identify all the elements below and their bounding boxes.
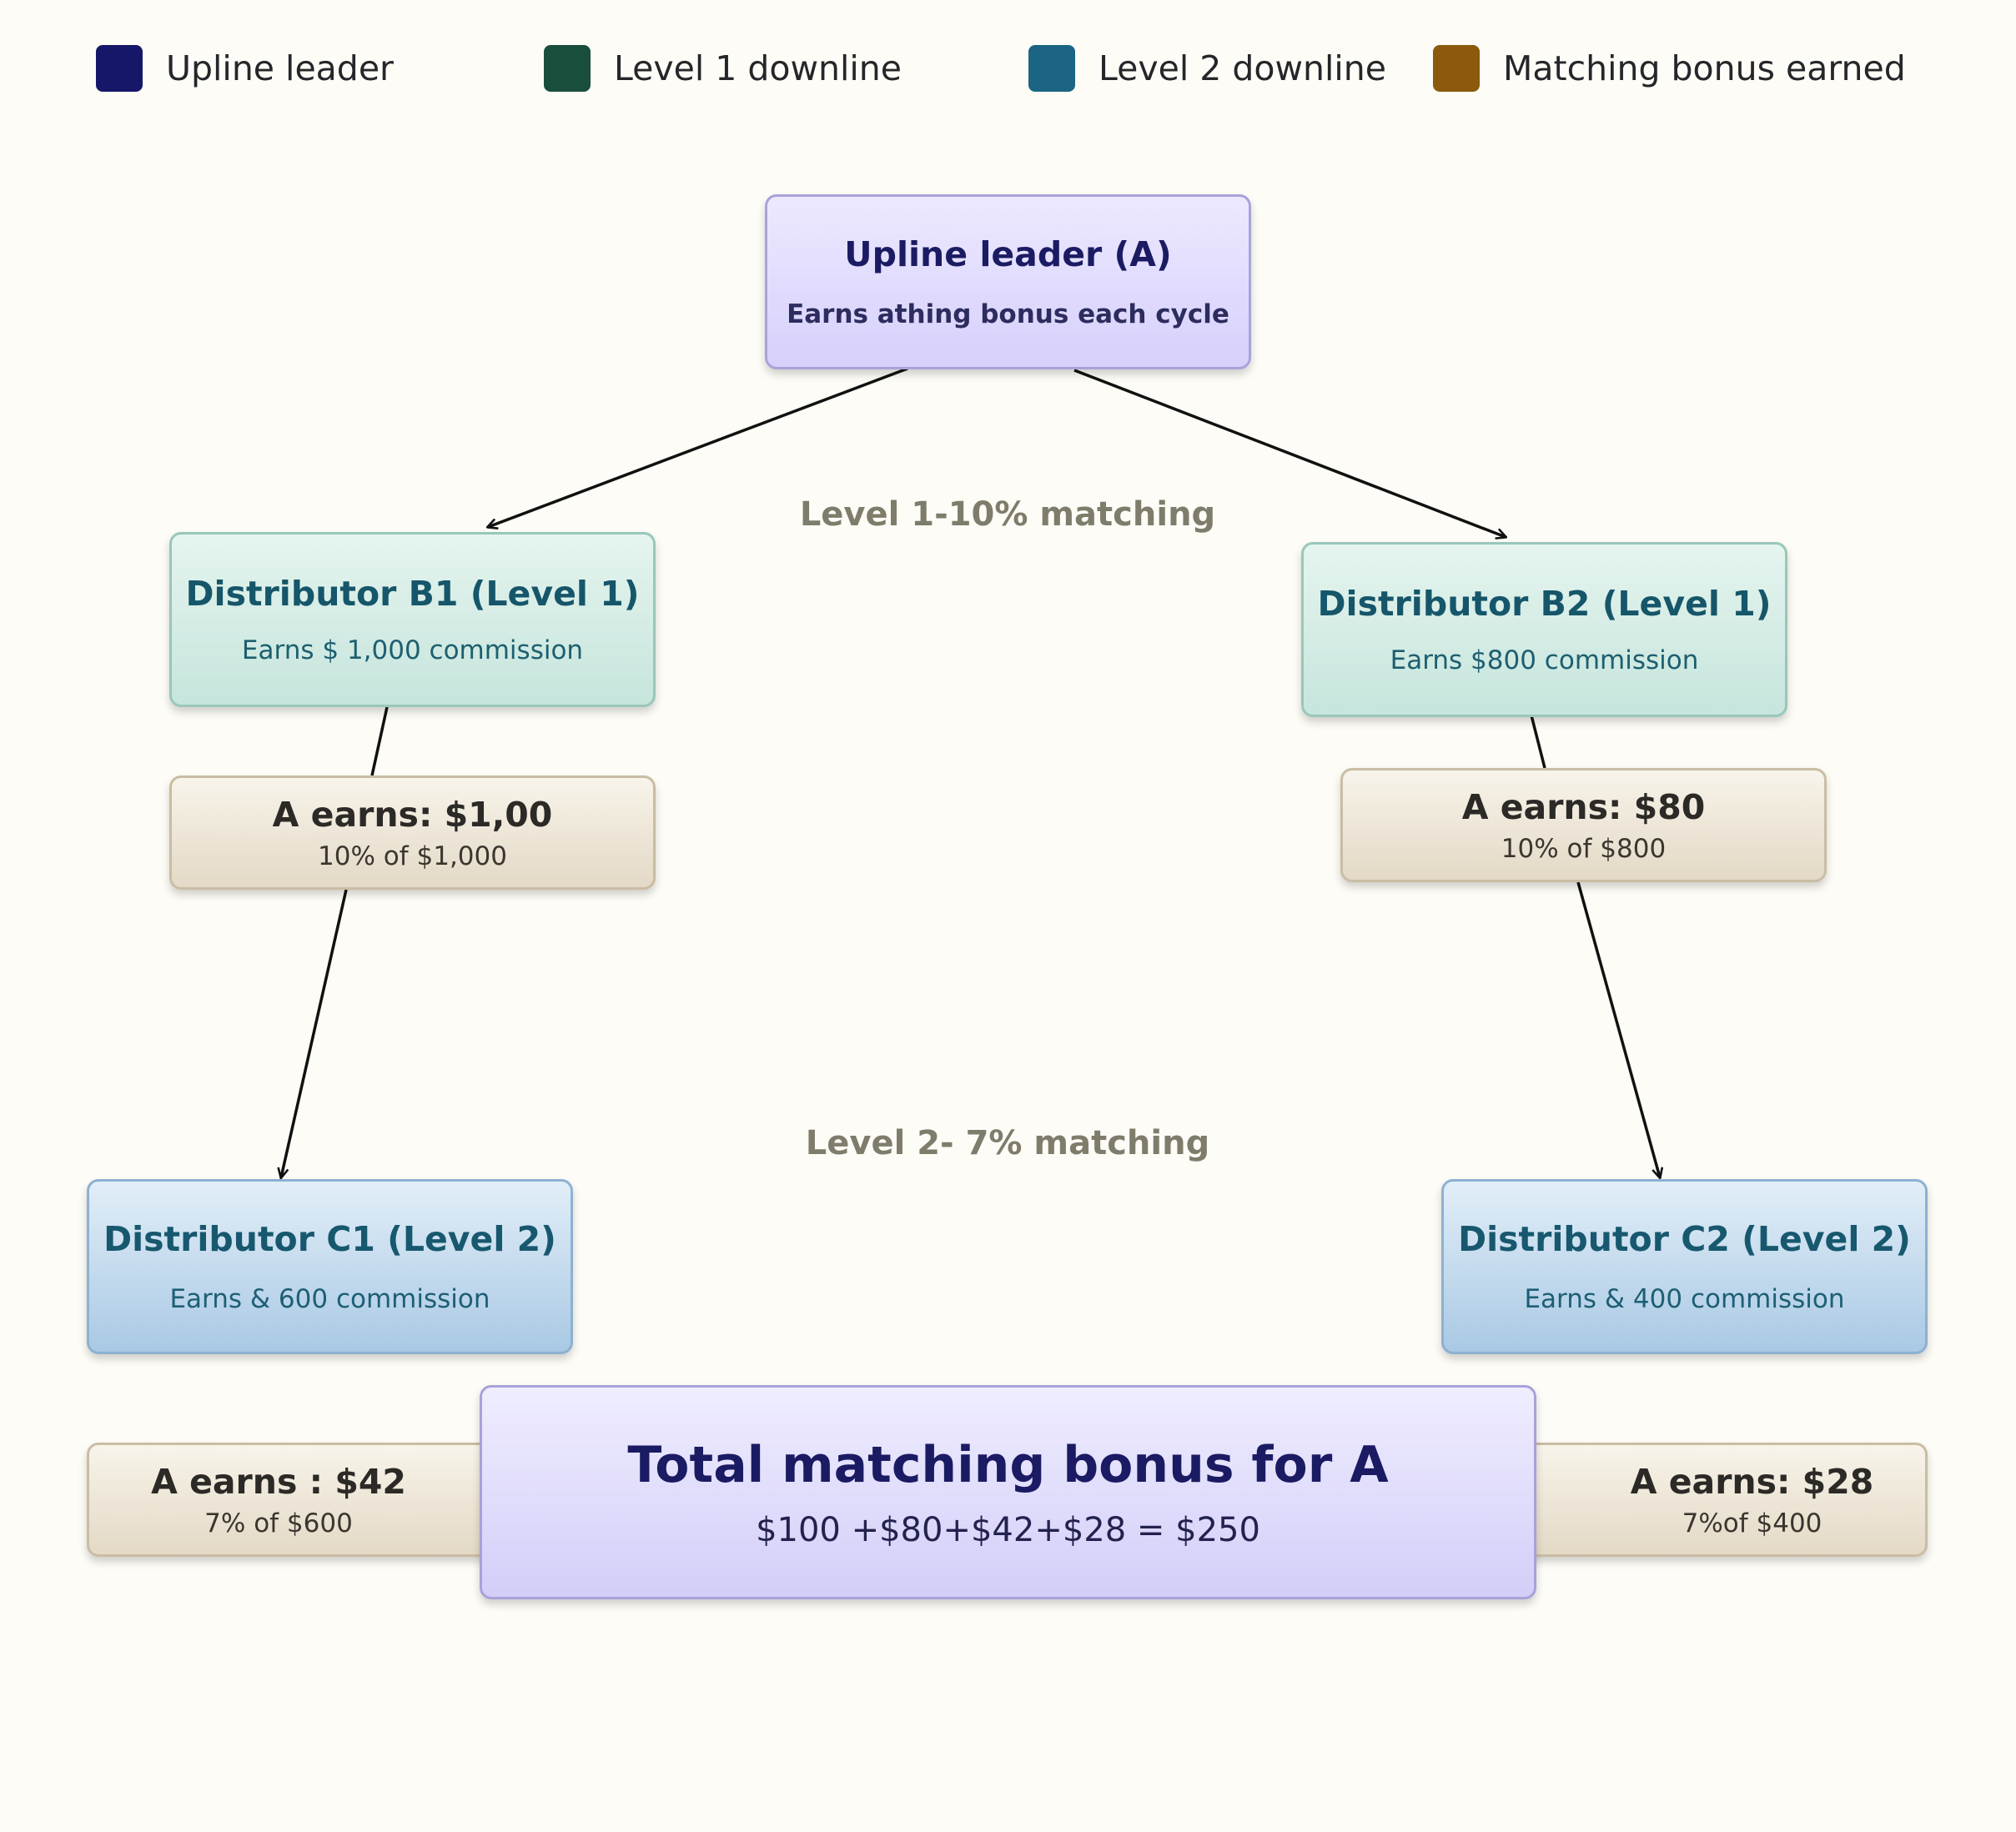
caption-level-2-matching: Level 2- 7% matching [805, 1124, 1210, 1162]
legend-item-upline-leader: Upline leader [96, 43, 394, 93]
node-distributor-c1-subtitle: Earns & 600 commission [169, 1284, 490, 1314]
earning-c2-amount: A earns: $28 [1630, 1461, 1874, 1502]
node-distributor-c1: Distributor C1 (Level 2) Earns & 600 com… [87, 1179, 573, 1354]
arrow-b2-earn-to-c2 [1576, 881, 1660, 1177]
legend-swatch-matching-bonus-earned [1433, 45, 1480, 92]
legend-label-matching-bonus-earned: Matching bonus earned [1503, 48, 1906, 88]
legend-label-level-2-downline: Level 2 downline [1098, 48, 1386, 88]
node-distributor-b2-subtitle: Earns $800 commission [1390, 645, 1699, 675]
arrow-leader-to-b1 [488, 367, 908, 527]
total-matching-bonus: Total matching bonus for A $100 +$80+$42… [480, 1385, 1536, 1599]
earning-c2: A earns: $28 7%of $400 [1510, 1443, 1928, 1557]
node-distributor-b1-subtitle: Earns $ 1,000 commission [241, 635, 584, 665]
legend-swatch-upline-leader [96, 45, 143, 92]
node-distributor-b2-title: Distributor B2 (Level 1) [1317, 584, 1772, 624]
node-distributor-b1: Distributor B1 (Level 1) Earns $ 1,000 c… [169, 532, 656, 707]
legend-label-upline-leader: Upline leader [166, 48, 394, 88]
earning-b1-amount: A earns: $1,00 [272, 794, 553, 835]
caption-level-1-matching: Level 1-10% matching [799, 495, 1216, 534]
node-upline-leader: Upline leader (A) Earns athing bonus eac… [765, 194, 1251, 369]
earning-b2-calculation: 10% of $800 [1501, 833, 1667, 864]
earning-c1-amount: A earns : $42 [151, 1461, 406, 1502]
earning-b2-amount: A earns: $80 [1461, 786, 1706, 827]
total-matching-bonus-formula: $100 +$80+$42+$28 = $250 [756, 1510, 1260, 1549]
node-distributor-c1-title: Distributor C1 (Level 2) [103, 1219, 556, 1259]
arrow-leader-to-b2 [1073, 369, 1506, 537]
node-distributor-c2-subtitle: Earns & 400 commission [1524, 1284, 1845, 1314]
total-matching-bonus-title: Total matching bonus for A [627, 1435, 1389, 1494]
earning-b1: A earns: $1,00 10% of $1,000 [169, 775, 656, 890]
earning-b2: A earns: $80 10% of $800 [1340, 768, 1827, 882]
line-b2-to-earn [1530, 715, 1546, 769]
earning-c2-calculation: 7%of $400 [1682, 1508, 1822, 1538]
node-distributor-b2: Distributor B2 (Level 1) Earns $800 comm… [1301, 542, 1787, 717]
node-upline-leader-subtitle: Earns athing bonus each cycle [787, 299, 1229, 329]
legend-label-level-1-downline: Level 1 downline [614, 48, 902, 88]
legend-item-level-1-downline: Level 1 downline [544, 43, 902, 93]
arrow-b1-earn-to-c1 [281, 889, 348, 1177]
node-distributor-c2-title: Distributor C2 (Level 2) [1458, 1219, 1911, 1259]
node-distributor-c2: Distributor C2 (Level 2) Earns & 400 com… [1441, 1179, 1928, 1354]
earning-b1-calculation: 10% of $1,000 [318, 841, 507, 871]
node-upline-leader-title: Upline leader (A) [844, 234, 1172, 274]
legend-item-level-2-downline: Level 2 downline [1028, 43, 1386, 93]
earning-c1: A earns : $42 7% of $600 [87, 1443, 504, 1557]
node-distributor-b1-title: Distributor B1 (Level 1) [185, 574, 640, 614]
earning-c1-calculation: 7% of $600 [204, 1508, 353, 1538]
line-b1-to-earn [370, 706, 389, 776]
legend-swatch-level-2-downline [1028, 45, 1075, 92]
legend-swatch-level-1-downline [544, 45, 591, 92]
legend-item-matching-bonus-earned: Matching bonus earned [1433, 43, 1906, 93]
